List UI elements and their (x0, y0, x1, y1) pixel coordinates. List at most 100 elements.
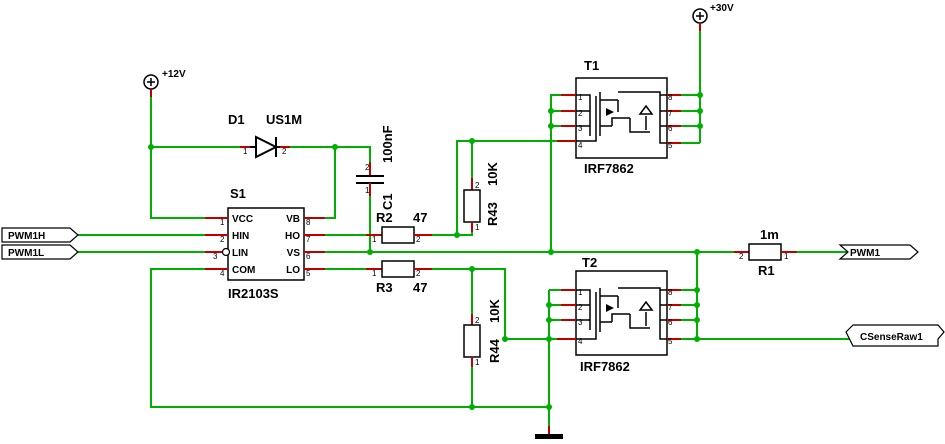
svg-text:4: 4 (220, 269, 225, 278)
svg-text:VCC: VCC (232, 214, 253, 225)
r3-ref: R3 (376, 280, 393, 295)
port-csense-label: CSenseRaw1 (860, 332, 923, 343)
svg-text:1: 1 (243, 147, 248, 156)
r3-value: 47 (413, 280, 427, 295)
svg-text:5: 5 (668, 141, 673, 150)
t1-value: IRF7862 (584, 161, 634, 176)
wire-12v-vcc (150, 90, 222, 219)
junction-dot (694, 317, 700, 323)
r44-value: 10K (487, 299, 502, 323)
resistor-body (381, 260, 415, 278)
s1-ref: S1 (230, 186, 246, 201)
t2-ref: T2 (582, 255, 597, 270)
r43-ref: R43 (485, 202, 500, 226)
svg-text:8: 8 (668, 93, 673, 102)
svg-text:LIN: LIN (232, 248, 248, 259)
port-pwm1h[interactable]: PWM1H (1, 227, 79, 243)
svg-text:VB: VB (286, 214, 300, 225)
junction-dot (697, 108, 703, 114)
resistor-body (381, 226, 415, 244)
resistor-body (463, 189, 481, 223)
port-csense[interactable]: CSenseRaw1 (845, 324, 945, 347)
rail-30v: +30V (692, 3, 734, 31)
junction-dot (502, 336, 508, 342)
t2-value: IRF7862 (580, 359, 630, 374)
resistor-r44: 2 1 R44 10K (463, 299, 502, 367)
svg-text:HO: HO (285, 231, 300, 242)
svg-text:5: 5 (668, 337, 673, 346)
junction-dot (694, 336, 700, 342)
svg-text:2: 2 (220, 235, 225, 244)
ic-body (227, 207, 305, 281)
mosfet-package (575, 270, 668, 356)
junction-dot (148, 144, 154, 150)
junction-dot (548, 108, 554, 114)
port-flag-icon (1, 244, 79, 260)
inverted-input-icon (221, 247, 231, 257)
resistor-r3: 1 2 R3 47 (366, 260, 432, 295)
port-flag-icon (845, 324, 945, 347)
c1-ref: C1 (380, 193, 395, 210)
svg-text:2: 2 (739, 252, 744, 261)
port-pwm1-label: PWM1 (850, 248, 880, 259)
plus-icon (696, 12, 704, 20)
svg-text:2: 2 (416, 269, 421, 278)
svg-text:7: 7 (668, 109, 673, 118)
junctions (148, 92, 703, 410)
junction-dot (546, 302, 552, 308)
wire-t1-source (550, 94, 561, 252)
svg-text:1: 1 (578, 288, 583, 297)
svg-text:1: 1 (475, 358, 480, 367)
r1-ref: R1 (758, 263, 775, 278)
svg-text:5: 5 (306, 269, 311, 278)
r44-ref: R44 (487, 338, 502, 363)
junction-dot (694, 287, 700, 293)
r1-value: 1m (760, 227, 779, 242)
plus-icon (147, 78, 155, 86)
port-flag-icon (1, 227, 79, 243)
junction-dot (454, 232, 460, 238)
svg-text:1: 1 (475, 223, 480, 232)
svg-text:VS: VS (287, 248, 301, 259)
svg-text:2: 2 (365, 163, 370, 172)
svg-text:1: 1 (784, 252, 789, 261)
r2-ref: R2 (376, 210, 393, 225)
svg-text:1: 1 (372, 235, 377, 244)
svg-text:4: 4 (578, 141, 583, 150)
junction-dot (548, 249, 554, 255)
junction-dot (697, 123, 703, 129)
svg-text:2: 2 (282, 147, 287, 156)
r2-value: 47 (413, 210, 427, 225)
svg-text:7: 7 (668, 303, 673, 312)
resistor-body (748, 243, 782, 261)
svg-text:2: 2 (475, 316, 480, 325)
junction-dot (694, 249, 700, 255)
svg-text:2: 2 (578, 303, 583, 312)
junction-dot (469, 138, 475, 144)
d1-value: US1M (266, 112, 302, 127)
rail-30v-label: +30V (710, 3, 734, 14)
svg-text:1: 1 (372, 269, 377, 278)
rail-12v: +12V (143, 69, 186, 97)
diode-d1: D1 US1M 1 2 (228, 112, 302, 159)
svg-text:2: 2 (475, 181, 480, 190)
svg-text:1: 1 (578, 93, 583, 102)
s1-value: IR2103S (228, 286, 279, 301)
junction-dot (694, 302, 700, 308)
svg-text:6: 6 (668, 318, 673, 327)
junction-dot (548, 123, 554, 129)
junction-dot (546, 336, 552, 342)
mosfet-symbol-icon (576, 91, 667, 144)
wire-r3-t2gate (430, 268, 557, 340)
port-pwm1[interactable]: PWM1 (838, 244, 919, 260)
junction-dot (332, 144, 338, 150)
junction-dot (697, 92, 703, 98)
svg-text:8: 8 (306, 218, 311, 227)
wire-diode-c1 (288, 146, 371, 168)
mosfet-symbol-icon (576, 287, 667, 340)
capacitor-c1: 2 1 C1 100nF (356, 125, 395, 210)
t1-ref: T1 (584, 58, 599, 73)
port-flag-icon (838, 244, 919, 260)
wire-r2-t1gate (430, 140, 557, 236)
port-pwm1l[interactable]: PWM1L (1, 244, 79, 260)
